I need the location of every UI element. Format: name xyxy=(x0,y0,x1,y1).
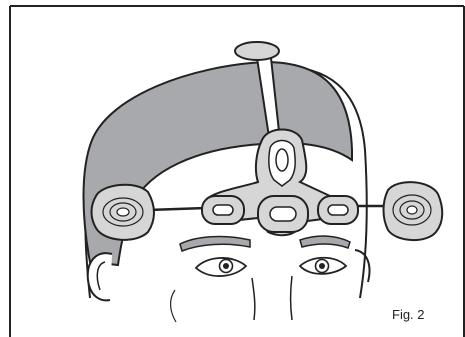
sensor-central-slot xyxy=(276,149,288,171)
sensor-top-tab xyxy=(235,42,279,60)
figure-caption: Fig. 2 xyxy=(392,307,425,322)
